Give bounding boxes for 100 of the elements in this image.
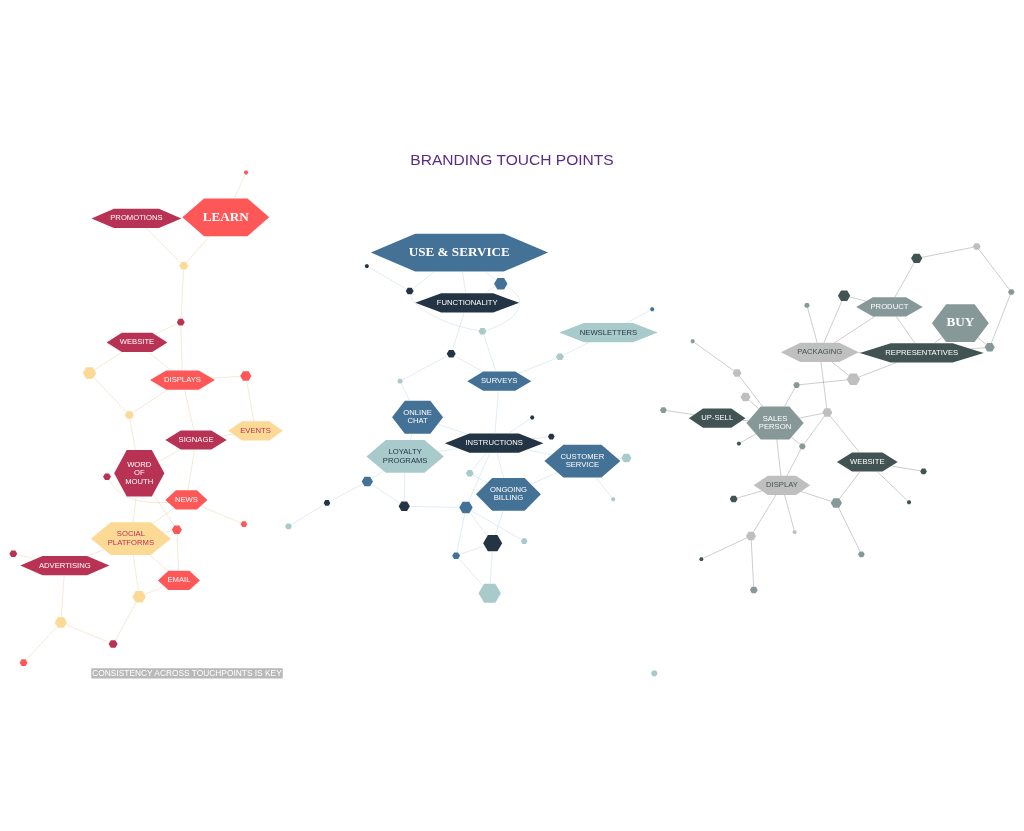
node-hexagon	[793, 382, 800, 388]
connector	[858, 362, 897, 378]
connector	[834, 316, 875, 343]
connector	[459, 545, 485, 555]
connector	[93, 377, 127, 413]
connector	[934, 336, 943, 344]
connector	[176, 533, 179, 571]
connector	[483, 334, 497, 372]
node-hexagon	[911, 253, 923, 264]
connector	[454, 355, 483, 372]
node-hexagon	[690, 339, 695, 344]
connector	[200, 505, 242, 524]
connector	[877, 471, 908, 502]
connector	[471, 452, 487, 471]
connector	[830, 415, 860, 453]
node-hexagon	[822, 408, 833, 417]
connector	[807, 307, 818, 343]
node-hexagon	[323, 500, 331, 506]
connector	[518, 357, 557, 374]
connector	[410, 294, 479, 331]
connector	[437, 448, 459, 452]
connector	[799, 379, 848, 385]
node-hexagon	[124, 411, 134, 419]
connector	[786, 449, 801, 476]
node-hexagon	[19, 659, 28, 666]
node-hexagon	[906, 500, 912, 505]
connector	[401, 383, 410, 401]
connector	[180, 269, 184, 320]
node-hexagon	[746, 531, 757, 541]
connector	[751, 540, 754, 587]
connector	[133, 554, 139, 592]
connector	[891, 465, 921, 472]
node-hexagon	[736, 441, 742, 446]
connector	[694, 342, 735, 371]
connector	[187, 449, 195, 491]
node-hexagon	[530, 415, 535, 420]
connector	[978, 249, 1010, 290]
node-hexagon	[729, 495, 738, 503]
connector	[800, 491, 832, 502]
connector	[740, 433, 757, 443]
node-hexagon	[103, 473, 111, 480]
connector	[158, 449, 181, 463]
node-hexagon	[459, 501, 473, 514]
node-hexagon	[858, 551, 865, 558]
connector	[132, 389, 169, 413]
connector	[234, 174, 246, 199]
node-hexagon	[699, 557, 704, 562]
connector	[921, 247, 974, 258]
node-hexagon	[108, 640, 118, 648]
connector	[484, 271, 497, 281]
node-hexagon	[398, 501, 410, 511]
node-hexagon	[830, 498, 842, 508]
node-hexagon	[9, 550, 18, 557]
node-hexagon	[1007, 289, 1015, 295]
node-hexagon	[82, 367, 97, 379]
node-hexagon	[478, 328, 487, 335]
connector	[402, 355, 448, 381]
node-hexagon	[465, 469, 474, 477]
connector	[849, 296, 867, 302]
node-hexagon	[171, 525, 182, 534]
node-hexagon	[405, 287, 414, 295]
connector	[526, 449, 552, 455]
node-hexagon	[846, 373, 861, 385]
connector	[470, 510, 522, 540]
connector	[753, 494, 777, 532]
connector	[129, 418, 136, 451]
connector	[977, 337, 987, 345]
node-hexagon	[798, 443, 806, 450]
connector	[736, 490, 763, 499]
connector	[87, 549, 105, 557]
node-hexagon	[837, 290, 851, 301]
connector	[469, 512, 488, 537]
connector	[132, 496, 137, 523]
connector	[94, 351, 123, 371]
connector	[894, 262, 915, 298]
connector	[468, 452, 491, 502]
connector	[152, 508, 175, 524]
connector	[858, 352, 861, 353]
connector	[970, 347, 986, 350]
node-hexagon	[478, 583, 501, 603]
connector	[532, 436, 549, 439]
connector	[784, 494, 795, 531]
connector	[412, 271, 436, 290]
node-hexagon	[749, 586, 758, 594]
connector	[329, 483, 364, 502]
node-hexagon	[494, 277, 508, 290]
node-hexagon	[361, 476, 373, 487]
connector	[820, 361, 827, 409]
connector	[148, 351, 172, 371]
connector	[702, 537, 748, 559]
connector	[485, 285, 520, 331]
connector	[617, 458, 622, 459]
node-hexagon	[732, 369, 742, 377]
connector	[496, 452, 504, 479]
node-hexagon	[364, 264, 370, 268]
connector	[626, 310, 651, 324]
connector	[371, 484, 401, 504]
connector	[65, 624, 110, 643]
connector	[25, 626, 58, 661]
connector	[748, 399, 759, 409]
